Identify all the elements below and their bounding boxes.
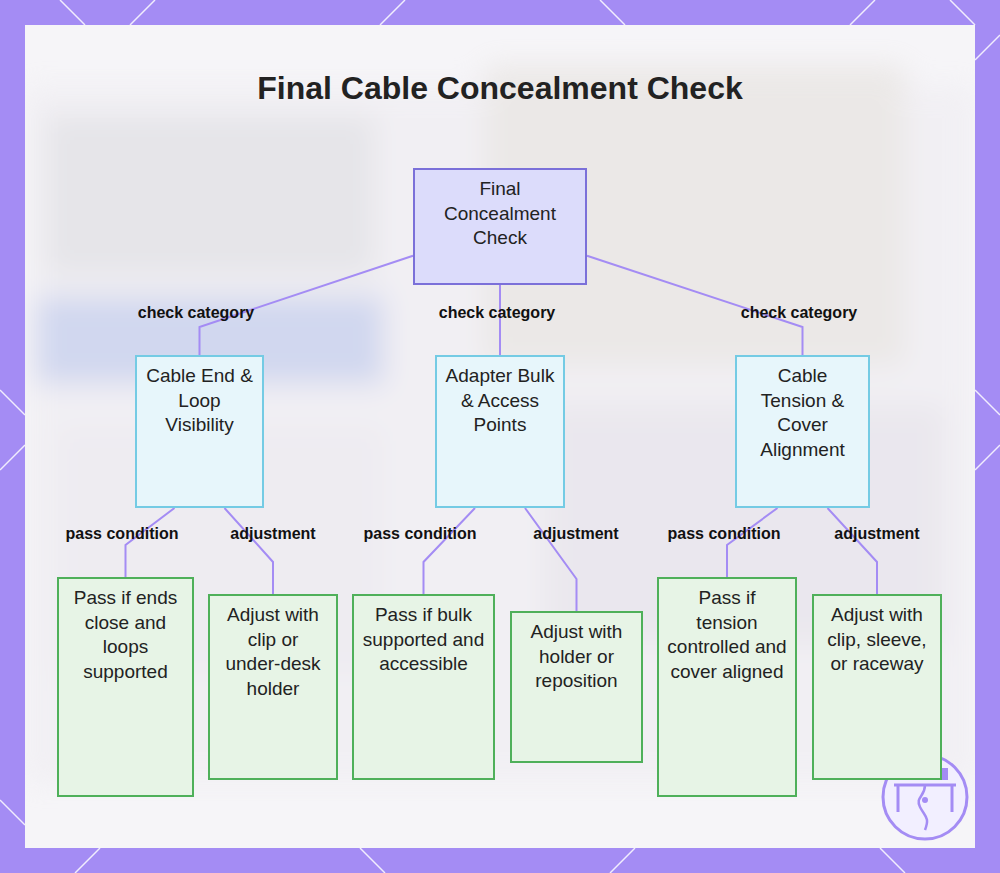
adjust-box: Adjust with clip, sleeve, or raceway xyxy=(812,594,942,780)
box-text: Cable End & Loop Visibility xyxy=(145,364,254,438)
edge-label: pass condition xyxy=(66,525,179,543)
adjust-box: Adjust with holder or reposition xyxy=(510,611,643,763)
edge-label: adjustment xyxy=(834,525,919,543)
box-text: Pass if bulk supported and accessible xyxy=(362,603,485,677)
connector-line xyxy=(225,508,274,594)
edge-label: pass condition xyxy=(364,525,477,543)
category-box: Cable Tension & Cover Alignment xyxy=(735,355,870,508)
connector-line xyxy=(424,508,476,594)
root-box: Final Concealment Check xyxy=(413,168,587,285)
box-text: Adjust with clip, sleeve, or raceway xyxy=(822,603,932,677)
box-text: Adjust with holder or reposition xyxy=(520,620,633,694)
edge-label: check category xyxy=(741,304,858,322)
edge-label: pass condition xyxy=(668,525,781,543)
box-text: Pass if tension controlled and cover ali… xyxy=(667,586,787,684)
connector-line xyxy=(525,508,577,611)
edge-label: check category xyxy=(439,304,556,322)
box-text: Cable Tension & Cover Alignment xyxy=(745,364,860,462)
diagram-title: Final Cable Concealment Check xyxy=(0,70,1000,107)
box-text: Adapter Bulk & Access Points xyxy=(445,364,555,438)
box-text: Final Concealment Check xyxy=(423,177,577,251)
pass-box: Pass if tension controlled and cover ali… xyxy=(657,577,797,797)
edge-label: adjustment xyxy=(533,525,618,543)
edge-label: adjustment xyxy=(230,525,315,543)
edge-label: check category xyxy=(138,304,255,322)
connector-line xyxy=(727,508,778,577)
connector-line xyxy=(126,508,175,577)
category-box: Cable End & Loop Visibility xyxy=(135,355,264,508)
category-box: Adapter Bulk & Access Points xyxy=(435,355,565,508)
pass-box: Pass if bulk supported and accessible xyxy=(352,594,495,780)
box-text: Pass if ends close and loops supported xyxy=(67,586,184,684)
adjust-box: Adjust with clip or under-desk holder xyxy=(208,594,338,780)
connector-line xyxy=(828,508,878,594)
pass-box: Pass if ends close and loops supported xyxy=(57,577,194,797)
box-text: Adjust with clip or under-desk holder xyxy=(218,603,328,701)
